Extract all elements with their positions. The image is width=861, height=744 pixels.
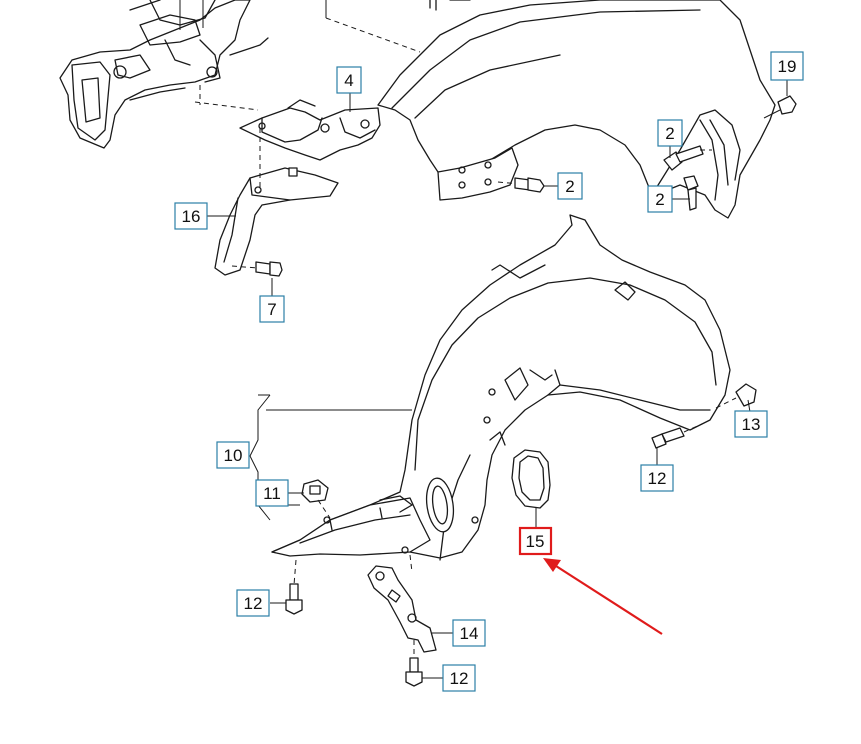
callout-15-highlighted[interactable]: 15 [518, 526, 553, 556]
callout-11-label: 11 [263, 484, 281, 503]
callout-10[interactable]: 10 [216, 441, 250, 469]
callout-16-label: 16 [182, 207, 201, 226]
seal-part-15 [511, 449, 551, 509]
callout-19-label: 19 [778, 57, 797, 76]
callout-2-lower[interactable]: 2 [647, 185, 673, 213]
bolt-part-12-right [651, 423, 703, 449]
callout-12-left-label: 12 [244, 594, 263, 613]
callout-19[interactable]: 19 [770, 51, 804, 81]
callout-13[interactable]: 13 [734, 410, 768, 438]
callout-12-left[interactable]: 12 [236, 589, 270, 617]
callout-10-label: 10 [224, 446, 243, 465]
clip-part-13 [715, 383, 757, 413]
callout-12-bottom[interactable]: 12 [442, 664, 476, 692]
callout-16[interactable]: 16 [174, 202, 208, 230]
callout-13-label: 13 [742, 415, 761, 434]
callout-4[interactable]: 4 [336, 66, 362, 94]
callout-11[interactable]: 11 [255, 479, 289, 507]
callout-2-top-label: 2 [665, 124, 674, 143]
callout-12-bottom-label: 12 [450, 669, 469, 688]
callout-7[interactable]: 7 [259, 295, 285, 323]
callout-4-label: 4 [344, 71, 353, 90]
callout-2-right[interactable]: 2 [557, 172, 583, 200]
bolt-part-7 [231, 261, 283, 277]
callout-2-top[interactable]: 2 [657, 119, 683, 147]
bolt-part-2-b [683, 175, 699, 211]
clip-part-19 [763, 95, 797, 119]
callout-15-label: 15 [526, 532, 545, 551]
bracket-part-4 [239, 99, 381, 161]
highlight-arrow [543, 558, 663, 635]
callout-2-lower-label: 2 [655, 190, 664, 209]
callout-14[interactable]: 14 [452, 619, 486, 647]
bolt-part-12-bottom [405, 640, 423, 687]
bolt-part-2-a [663, 145, 712, 171]
bolt-part-12-left [285, 559, 303, 615]
nut-part-11 [301, 479, 329, 503]
bracket-part-14 [367, 565, 437, 653]
callout-12-right[interactable]: 12 [640, 464, 674, 492]
callout-12-right-label: 12 [648, 469, 667, 488]
wheel-arch-liner-part-10 [271, 214, 731, 561]
callout-14-label: 14 [460, 624, 479, 643]
callout-7-label: 7 [267, 300, 276, 319]
bolt-part-2-c [497, 177, 545, 193]
callout-2-right-label: 2 [565, 177, 574, 196]
front-structure-bracket [59, 0, 269, 149]
bracket-part-16 [214, 167, 339, 276]
